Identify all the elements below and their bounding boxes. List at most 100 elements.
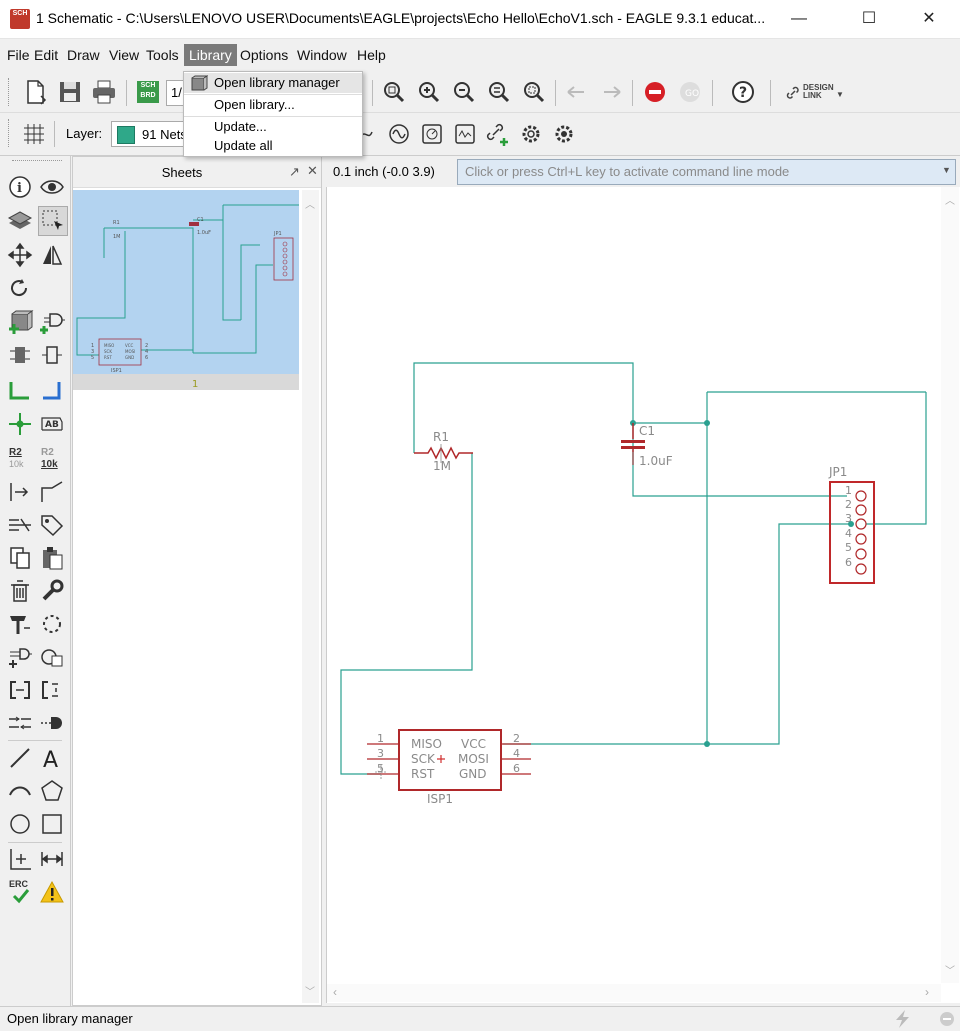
close-panel-icon[interactable]: ✕: [307, 163, 318, 178]
label-tool[interactable]: AB: [38, 410, 66, 438]
menu-item-update[interactable]: Update...: [184, 117, 362, 137]
menu-draw[interactable]: Draw: [67, 47, 100, 63]
ratsnest-tool[interactable]: [38, 610, 66, 638]
change-tool[interactable]: [38, 577, 66, 605]
menu-file[interactable]: File: [7, 47, 30, 63]
erc-tool[interactable]: ERC: [6, 878, 34, 906]
new-file-button[interactable]: [22, 78, 50, 106]
pin-tool[interactable]: [38, 709, 66, 737]
grid-button[interactable]: [20, 120, 48, 148]
menu-tools[interactable]: Tools: [146, 47, 179, 63]
menu-help[interactable]: Help: [357, 47, 386, 63]
gateswap-tool[interactable]: [38, 676, 66, 704]
scroll-up-icon[interactable]: ︿: [305, 200, 315, 211]
close-button[interactable]: ✕: [906, 0, 952, 38]
capacitor-c1[interactable]: C1 1.0uF: [621, 423, 673, 468]
isp-connector-isp1[interactable]: 1 3 5 2 4 6 MISO SCK RST VCC MOSI GND IS…: [367, 729, 531, 806]
errors-tool[interactable]: [38, 878, 66, 906]
scroll-up-icon[interactable]: ︿: [945, 196, 955, 207]
zoom-in-button[interactable]: [415, 78, 443, 106]
paste-tool[interactable]: [38, 544, 66, 572]
settings-alt-button[interactable]: [550, 120, 578, 148]
connect-tool[interactable]: [6, 709, 34, 737]
canvas-horizontal-scrollbar[interactable]: ‹ ›: [327, 984, 941, 1002]
rect-tool[interactable]: [38, 810, 66, 838]
menu-window[interactable]: Window: [297, 47, 347, 63]
stop-small-icon[interactable]: [938, 1009, 956, 1029]
sheet-thumbnail[interactable]: R1 1M C1 1.0uF JP1 ISP1 1 3 5 2 4 6 MISO…: [73, 190, 299, 390]
menu-item-open-library[interactable]: Open library...: [184, 95, 362, 115]
redo-button[interactable]: [597, 78, 625, 106]
move-tool[interactable]: [6, 241, 34, 269]
menu-options[interactable]: Options: [240, 47, 289, 63]
zoom-redraw-button[interactable]: [485, 78, 513, 106]
save-button[interactable]: [56, 78, 84, 106]
menu-view[interactable]: View: [109, 47, 140, 63]
menu-item-open-library-manager[interactable]: Open library manager: [184, 73, 362, 93]
zoom-out-button[interactable]: [450, 78, 478, 106]
delete-tool[interactable]: [6, 577, 34, 605]
layers-tool[interactable]: [6, 206, 34, 234]
stop-button[interactable]: [641, 78, 669, 106]
zoom-fit-button[interactable]: [380, 78, 408, 106]
zoom-select-button[interactable]: [520, 78, 548, 106]
miter-tool[interactable]: [38, 478, 66, 506]
mirror-tool[interactable]: [38, 241, 66, 269]
select-tool[interactable]: [38, 206, 68, 236]
dimension-tool[interactable]: [38, 845, 66, 873]
undock-icon[interactable]: ↗: [289, 164, 300, 179]
menu-edit[interactable]: Edit: [34, 47, 59, 63]
group-tool[interactable]: [38, 643, 66, 671]
scroll-right-icon[interactable]: ›: [925, 985, 929, 999]
bus-tool[interactable]: [38, 377, 66, 405]
canvas-vertical-scrollbar[interactable]: ︿ ﹀: [941, 187, 959, 983]
add-link-button[interactable]: [484, 120, 512, 148]
sch-brd-switch-button[interactable]: SCH BRD: [137, 81, 159, 103]
maximize-button[interactable]: ☐: [846, 0, 892, 38]
gate-swap-tool[interactable]: [38, 341, 66, 369]
menu-item-update-all[interactable]: Update all: [184, 136, 362, 156]
sim-button[interactable]: [451, 120, 479, 148]
pinswap-tool[interactable]: [6, 676, 34, 704]
value-tool[interactable]: R2 10k: [38, 445, 66, 473]
optimize-tool[interactable]: [6, 511, 34, 539]
copy-tool[interactable]: [6, 544, 34, 572]
sheets-scrollbar[interactable]: ︿ ﹀: [302, 190, 319, 1003]
mark-tool[interactable]: [6, 845, 34, 873]
invoke-tool[interactable]: [6, 643, 34, 671]
scroll-down-icon[interactable]: ﹀: [945, 966, 955, 977]
circle-tool[interactable]: [6, 810, 34, 838]
signal-button[interactable]: [385, 120, 413, 148]
net-tool[interactable]: [6, 377, 34, 405]
add-pin-tool[interactable]: [38, 308, 66, 336]
menu-library[interactable]: Library: [184, 44, 237, 66]
polygon-tool[interactable]: [38, 777, 66, 805]
settings-button[interactable]: [517, 120, 545, 148]
scroll-down-icon[interactable]: ﹀: [305, 987, 315, 998]
resistor-r1[interactable]: R1 1M: [414, 430, 473, 473]
scroll-left-icon[interactable]: ‹: [333, 985, 337, 999]
schematic-canvas[interactable]: R1 1M C1 1.0uF JP1: [326, 187, 960, 1003]
undo-button[interactable]: [563, 78, 591, 106]
split-tool[interactable]: [6, 478, 34, 506]
arc-tool[interactable]: [6, 777, 34, 805]
line-tool[interactable]: [6, 744, 34, 772]
attribute-tool[interactable]: [38, 511, 66, 539]
smash-tool[interactable]: [6, 610, 34, 638]
layer-select[interactable]: 91 Nets: [111, 121, 187, 147]
minimize-button[interactable]: —: [776, 0, 822, 38]
name-tool[interactable]: R2 10k: [6, 445, 34, 473]
print-button[interactable]: [90, 78, 118, 106]
go-button[interactable]: GO: [676, 78, 704, 106]
chevron-down-icon[interactable]: ▼: [942, 165, 951, 175]
junction-tool[interactable]: [6, 410, 34, 438]
spice-button[interactable]: [418, 120, 446, 148]
text-tool[interactable]: A: [38, 744, 66, 772]
show-tool[interactable]: [38, 173, 66, 201]
command-line-input[interactable]: Click or press Ctrl+L key to activate co…: [457, 159, 956, 185]
help-button[interactable]: ?: [729, 78, 757, 106]
add-part-tool[interactable]: [6, 308, 34, 336]
lightning-icon[interactable]: [892, 1009, 914, 1029]
header-jp1[interactable]: JP1 1 2 3 4 5 6: [828, 465, 875, 584]
rotate-tool[interactable]: [6, 274, 34, 302]
